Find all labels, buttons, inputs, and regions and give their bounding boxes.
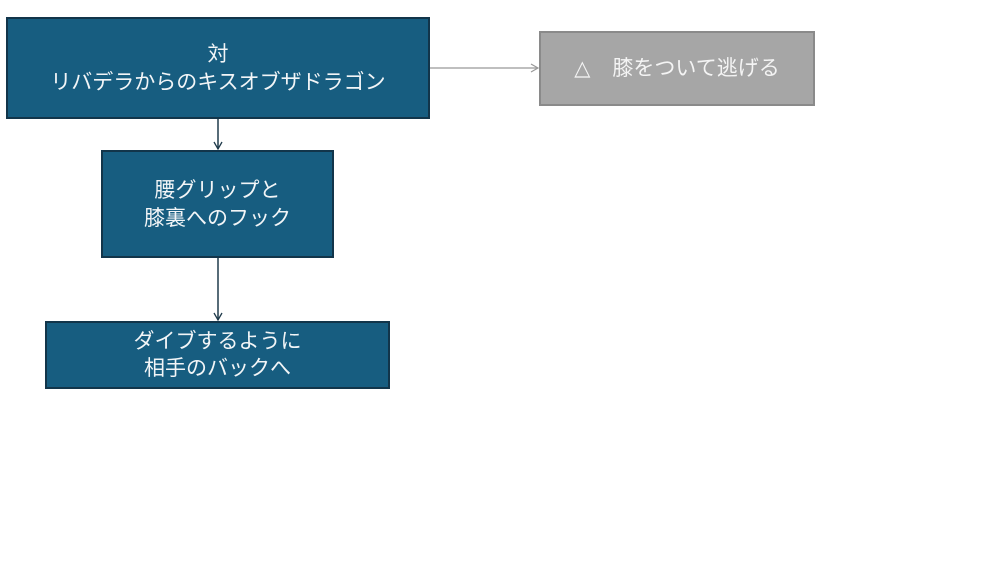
triangle-icon: △ [574,56,591,81]
node-step3-line1: ダイブするように [133,328,302,353]
node-step2-line2: 膝裏へのフック [144,206,291,230]
node-step3: ダイブするように 相手のバックへ [45,321,390,389]
node-start: 対 リバデラからのキスオブザドラゴン [6,17,430,119]
node-step2: 腰グリップと 膝裏へのフック [101,150,334,258]
node-start-line1: 対 [207,41,229,66]
node-start-line2: リバデラからのキスオブザドラゴン [50,70,386,94]
node-step3-line2: 相手のバックへ [144,356,291,380]
node-alternative: △ 膝をついて逃げる [539,31,815,106]
node-alternative-label: 膝をついて逃げる [612,56,780,81]
node-step2-line1: 腰グリップと [154,177,281,202]
